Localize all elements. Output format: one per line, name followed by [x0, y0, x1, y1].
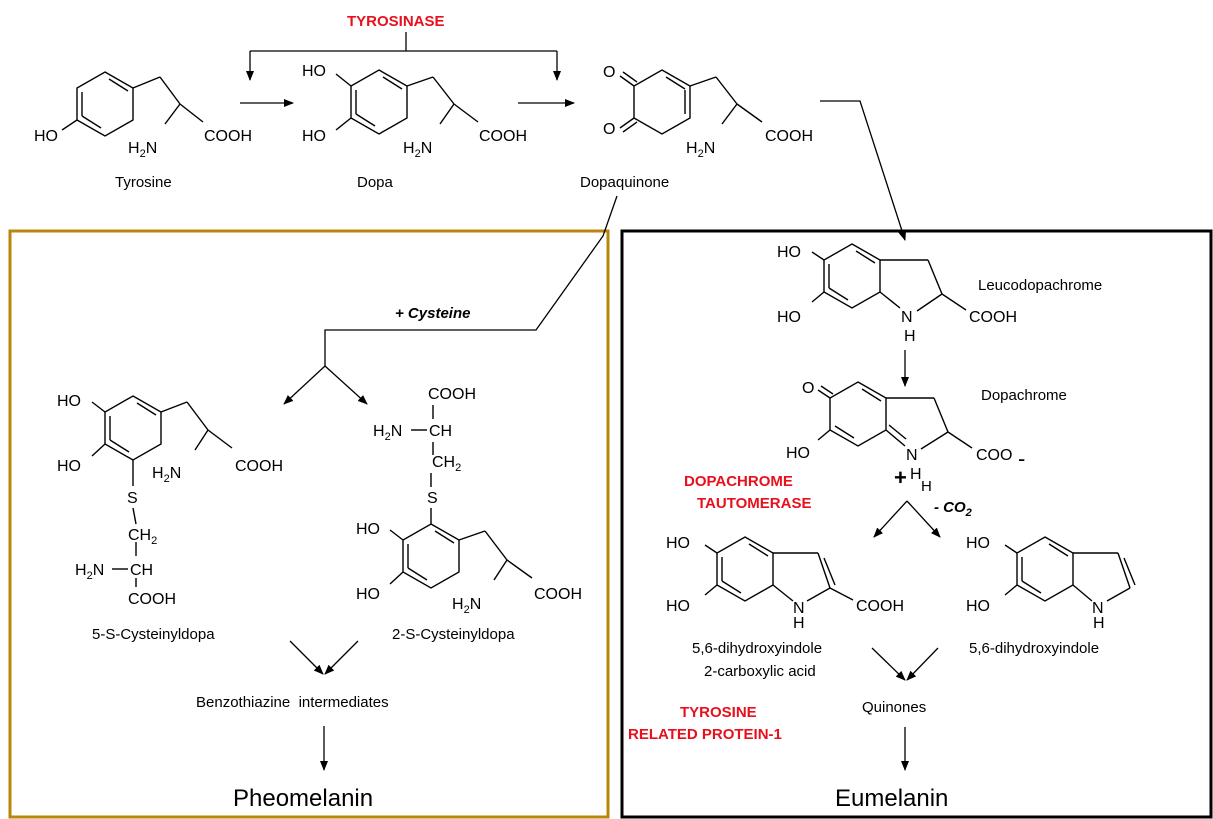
eumelanin-box — [620, 229, 1213, 819]
svg-text:H2N: H2N — [128, 140, 157, 160]
dopa-ho-top: HO — [302, 63, 326, 80]
svg-text:N: N — [1092, 600, 1104, 617]
arrow-to-5s-cysteinyldopa — [283, 365, 326, 405]
svg-text:HO: HO — [666, 598, 690, 615]
5s-cysteinyldopa-name: 5-S-Cysteinyldopa — [92, 626, 215, 643]
dhica-name-line1: 5,6-dihydroxyindole — [692, 640, 822, 657]
svg-text:N: N — [906, 447, 918, 464]
dopaquinone-o-top: O — [603, 64, 615, 81]
svg-text:COOH: COOH — [128, 591, 176, 608]
dopaquinone-name: Dopaquinone — [580, 174, 669, 191]
tyrosine-structure: HO H2N COOH — [34, 71, 252, 160]
svg-text:HO: HO — [57, 458, 81, 475]
svg-text:H: H — [921, 478, 932, 495]
svg-text:N: N — [901, 309, 913, 326]
svg-text:HO: HO — [777, 309, 801, 326]
dopa-structure: HO HO H2N COOH — [302, 63, 527, 160]
svg-text:O: O — [802, 380, 814, 397]
svg-text:COOH: COOH — [969, 309, 1017, 326]
dopachrome-name: Dopachrome — [981, 387, 1067, 404]
svg-text:H2N: H2N — [686, 140, 715, 160]
svg-text:H: H — [793, 615, 805, 632]
svg-text:HO: HO — [966, 535, 990, 552]
trp1-label-line2: RELATED PROTEIN-1 — [628, 726, 782, 743]
trp1-label-line1: TYROSINE — [680, 704, 757, 721]
svg-text:H2N: H2N — [152, 465, 181, 485]
tyrosine-ho: HO — [34, 128, 58, 145]
arrow-to-2s-cysteinyldopa — [324, 365, 368, 405]
svg-text:COOH: COOH — [235, 458, 283, 475]
svg-text:H: H — [910, 466, 922, 483]
leucodopachrome-structure: HO HO N H COOH — [777, 243, 1017, 345]
tyrosine-cooh: COOH — [204, 128, 252, 145]
tyrosine-nh2-n: N — [146, 140, 158, 157]
svg-text:S: S — [127, 490, 138, 507]
svg-text:HO: HO — [356, 521, 380, 538]
benzothiazine-label: Benzothiazine intermediates — [196, 694, 389, 711]
quinones-label: Quinones — [862, 699, 926, 716]
dopa-cooh: COOH — [479, 128, 527, 145]
co2-label: - CO2 — [934, 499, 972, 519]
2s-cysteinyldopa-name: 2-S-Cysteinyldopa — [392, 626, 515, 643]
dopaquinone-o-bottom: O — [603, 121, 615, 138]
svg-text:N: N — [793, 600, 805, 617]
svg-text:COOH: COOH — [856, 598, 904, 615]
svg-text:HO: HO — [666, 535, 690, 552]
dhica-name-line2: 2-carboxylic acid — [704, 663, 816, 680]
svg-text:HO: HO — [786, 445, 810, 462]
svg-text:H: H — [1093, 615, 1105, 632]
5s-cysteinyldopa-structure: HO HO S CH2 H2N CH COOH H2N COOH — [57, 393, 283, 608]
leucodopachrome-name: Leucodopachrome — [978, 277, 1102, 294]
tyrosine-nh2-h: H — [128, 140, 140, 157]
cysteine-label: + Cysteine — [395, 305, 470, 322]
svg-text:H2N: H2N — [75, 562, 104, 582]
svg-text:HO: HO — [777, 244, 801, 261]
svg-text:+: + — [894, 465, 907, 490]
svg-text:CH2: CH2 — [128, 527, 157, 547]
dhica-structure: HO HO N H COOH — [666, 535, 904, 632]
cysteine-path — [324, 195, 618, 366]
pheomelanin-box — [8, 229, 610, 819]
svg-text:CH2: CH2 — [432, 454, 461, 474]
svg-text:COOH: COOH — [428, 386, 476, 403]
dopaquinone-cooh: COOH — [765, 128, 813, 145]
2s-cysteinyldopa-structure: COOH H2N CH CH2 S HO HO H2N COOH — [356, 386, 582, 616]
dopa-ho-bottom: HO — [302, 128, 326, 145]
tyrosine-name: Tyrosine — [115, 174, 172, 191]
dct-label-line2: TAUTOMERASE — [697, 495, 811, 512]
svg-text:H: H — [904, 328, 916, 345]
svg-text:HO: HO — [57, 393, 81, 410]
dhi-name: 5,6-dihydroxyindole — [969, 640, 1099, 657]
svg-text:CH: CH — [130, 562, 153, 579]
tyrosinase-branch — [246, 32, 561, 81]
tyrosinase-label: TYROSINASE — [347, 13, 445, 30]
svg-text:S: S — [427, 490, 438, 507]
dopaquinone-structure: O O H2N COOH — [603, 64, 813, 160]
svg-text:H2N: H2N — [373, 423, 402, 443]
arrow-dopaquinone-leucodopachrome — [820, 100, 907, 241]
dopa-name: Dopa — [357, 174, 394, 191]
svg-text:COOH: COOH — [534, 586, 582, 603]
svg-text:COO: COO — [976, 447, 1012, 464]
svg-text:H2N: H2N — [403, 140, 432, 160]
dct-label-line1: DOPACHROME — [684, 473, 793, 490]
dopachrome-structure: O HO N H COO - + H — [786, 380, 1025, 495]
svg-text:-: - — [1018, 446, 1025, 471]
dhi-structure: HO HO N H — [966, 535, 1136, 632]
svg-text:HO: HO — [966, 598, 990, 615]
eumelanin-label: Eumelanin — [835, 785, 948, 812]
svg-text:CH: CH — [429, 423, 452, 440]
svg-text:HO: HO — [356, 586, 380, 603]
tyrosine-nh2-sub: 2 — [140, 148, 146, 160]
svg-text:H2N: H2N — [452, 596, 481, 616]
pheomelanin-label: Pheomelanin — [233, 785, 373, 812]
